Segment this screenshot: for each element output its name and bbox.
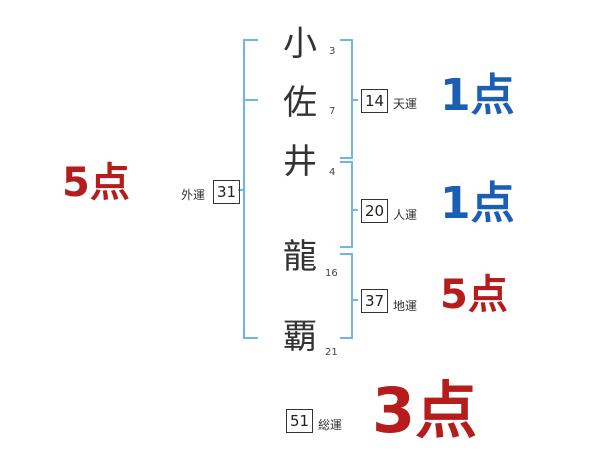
heaven-label: 天運	[393, 97, 418, 111]
stroke-count-4: 16	[325, 268, 338, 279]
person-value-box: 20	[361, 199, 388, 223]
person-score: 1点	[440, 178, 515, 229]
total-label: 総運	[318, 418, 343, 432]
outer-value-box: 31	[213, 180, 240, 204]
stroke-count-3: 4	[329, 167, 336, 178]
outer-score: 5点	[62, 160, 130, 206]
name-char-1: 小	[283, 24, 317, 64]
earth-value-box: 37	[361, 289, 388, 313]
name-char-2: 佐	[283, 83, 317, 123]
name-char-4: 龍	[283, 237, 317, 277]
outer-bracket	[243, 39, 258, 339]
heaven-bracket	[340, 39, 353, 159]
total-value-box: 51	[286, 409, 313, 433]
stroke-count-1: 3	[329, 46, 336, 57]
stroke-count-2: 7	[329, 106, 336, 117]
name-char-3: 井	[283, 142, 317, 182]
name-char-5: 覇	[283, 317, 317, 357]
outer-label: 外運	[181, 188, 206, 202]
stroke-count-5: 21	[325, 347, 338, 358]
earth-bracket	[340, 253, 353, 339]
total-score: 3点	[372, 374, 478, 447]
earth-label: 地運	[393, 299, 418, 313]
earth-score: 5点	[440, 272, 508, 318]
person-label: 人運	[393, 208, 418, 222]
heaven-score: 1点	[440, 70, 515, 121]
heaven-value-box: 14	[361, 89, 388, 113]
person-bracket	[340, 161, 353, 248]
